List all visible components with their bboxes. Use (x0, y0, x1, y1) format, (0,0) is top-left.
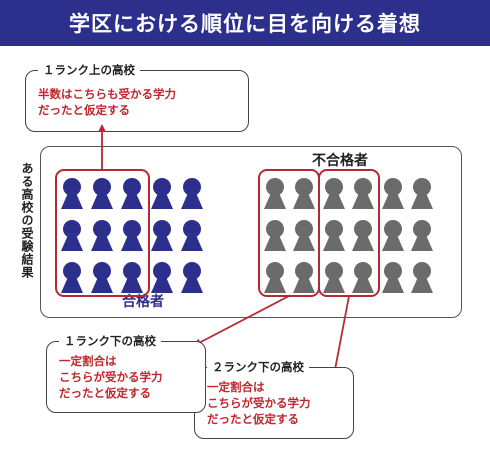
callout-two-rank-down-title: ２ランク下の高校 (207, 359, 309, 375)
callout-one-rank-up-text: 半数はこちらも受かる学力 だったと仮定する (38, 87, 176, 117)
failed-person-icon (411, 262, 433, 293)
failed-person-icon (323, 220, 345, 251)
passed-person-icon (91, 178, 113, 209)
passed-person-icon (121, 262, 143, 293)
failed-person-icon (352, 262, 374, 293)
passed-person-icon (151, 220, 173, 251)
callout-two-rank-down: ２ランク下の高校 一定割合は こちらが受かる学力 だったと仮定する (194, 359, 354, 439)
failed-person-icon (411, 220, 433, 251)
passed-person-icon (61, 262, 83, 293)
passed-person-icon (121, 178, 143, 209)
passed-person-icon (91, 220, 113, 251)
passed-person-icon (181, 262, 203, 293)
failed-person-icon (352, 220, 374, 251)
passed-group-label: 合格者 (122, 294, 164, 310)
failed-person-icon (264, 178, 286, 209)
callout-two-rank-down-text: 一定割合は こちらが受かる学力 だったと仮定する (207, 380, 311, 426)
failed-person-icon (411, 178, 433, 209)
failed-person-icon (382, 262, 404, 293)
failed-person-icon (293, 220, 315, 251)
passed-person-icon (121, 220, 143, 251)
passed-person-icon (61, 220, 83, 251)
failed-person-icon (323, 178, 345, 209)
person-figures (61, 178, 433, 293)
passed-person-icon (151, 178, 173, 209)
failed-person-icon (382, 220, 404, 251)
page-title: 学区における順位に目を向ける着想 (69, 12, 421, 36)
failed-person-icon (293, 178, 315, 209)
failed-group-label: 不合格者 (312, 153, 368, 169)
failed-person-icon (323, 262, 345, 293)
passed-person-icon (181, 178, 203, 209)
callout-one-rank-down-title: １ランク下の高校 (59, 333, 161, 349)
failed-person-icon (264, 262, 286, 293)
passed-person-icon (91, 262, 113, 293)
failed-person-icon (264, 220, 286, 251)
failed-person-icon (293, 262, 315, 293)
arrow-to-two-rank-down (331, 295, 350, 377)
results-frame (40, 146, 462, 318)
failed-person-icon (352, 178, 374, 209)
callout-one-rank-up: １ランク上の高校 半数はこちらも受かる学力 だったと仮定する (25, 62, 249, 132)
failed-person-icon (382, 178, 404, 209)
passed-person-icon (151, 262, 173, 293)
passed-person-icon (181, 220, 203, 251)
side-label: ある高校の受験結果 (20, 162, 34, 279)
arrow-to-one-rank-down (193, 295, 290, 346)
callout-one-rank-down-text: 一定割合は こちらが受かる学力 だったと仮定する (59, 354, 163, 400)
title-banner: 学区における順位に目を向ける着想 (0, 0, 490, 46)
passed-person-icon (61, 178, 83, 209)
callout-one-rank-down: １ランク下の高校 一定割合は こちらが受かる学力 だったと仮定する (46, 333, 206, 413)
callout-one-rank-up-title: １ランク上の高校 (38, 62, 140, 78)
